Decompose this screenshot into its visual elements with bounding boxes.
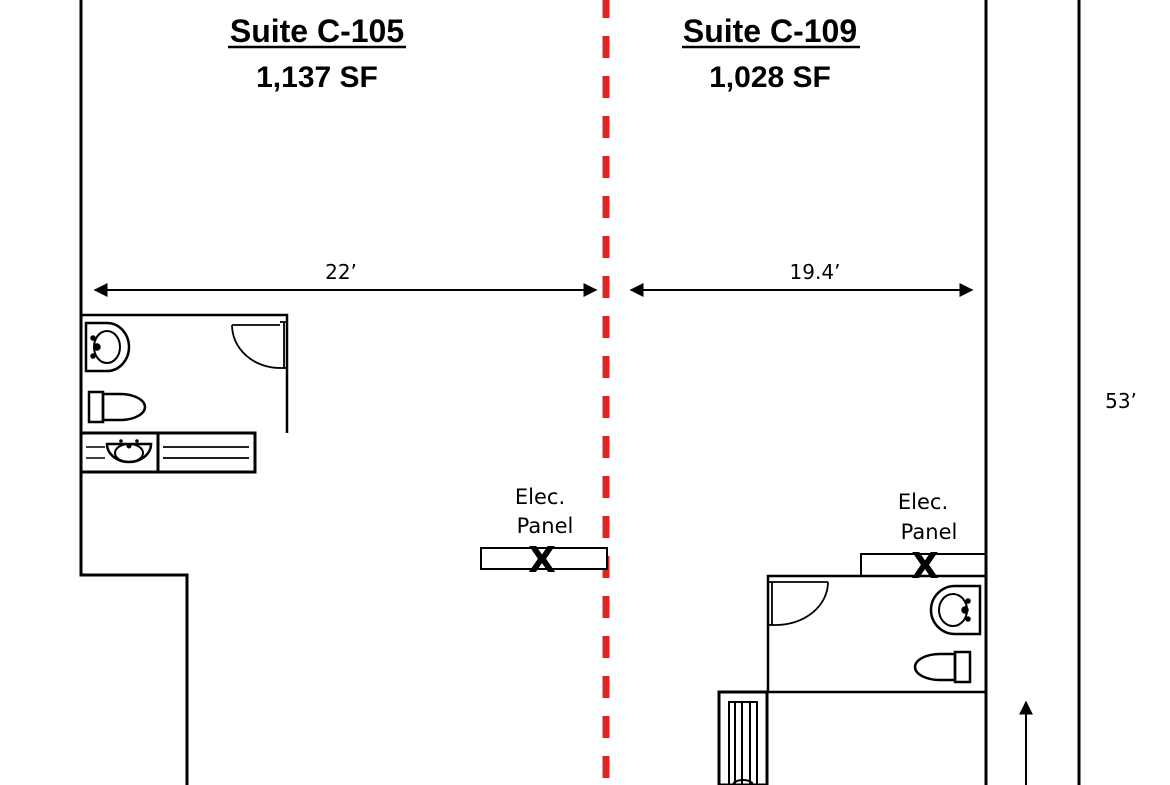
exterior-walls [79, 0, 1081, 785]
dimension-label-c109: 19.4’ [790, 260, 841, 284]
door-swing-icon [231, 321, 288, 369]
sink-icon [105, 439, 153, 464]
sink-icon [84, 321, 131, 373]
elec-panel-c109: Elec. Panel X [860, 490, 986, 587]
sink-icon [929, 584, 982, 636]
restroom-c109 [766, 574, 986, 694]
toilet-icon [913, 650, 972, 684]
elec-panel-mark: X [911, 546, 939, 587]
elec-panel-label-line1: Elec. [515, 485, 565, 509]
suite-c105-title: Suite C-105 [230, 13, 404, 49]
restroom-c105 [81, 313, 289, 433]
suite-c109-area: 1,028 SF [709, 61, 831, 94]
suite-c105-area: 1,137 SF [256, 61, 378, 94]
stair-icon [717, 690, 769, 785]
elec-panel-c105: Elec. Panel X [480, 485, 608, 581]
door-swing-icon [768, 581, 829, 626]
elec-panel-label-line1: Elec. [898, 490, 948, 514]
dimension-label-c105: 22’ [325, 260, 357, 284]
elec-panel-label-line2: Panel [517, 514, 574, 538]
depth-dimension-label: 53’ [1105, 389, 1137, 413]
elec-panel-label-line2: Panel [901, 520, 958, 544]
toilet-icon [87, 390, 147, 424]
elec-panel-mark: X [528, 540, 556, 581]
vanity-counter-c105 [79, 431, 257, 474]
suite-c109-title: Suite C-109 [683, 13, 857, 49]
